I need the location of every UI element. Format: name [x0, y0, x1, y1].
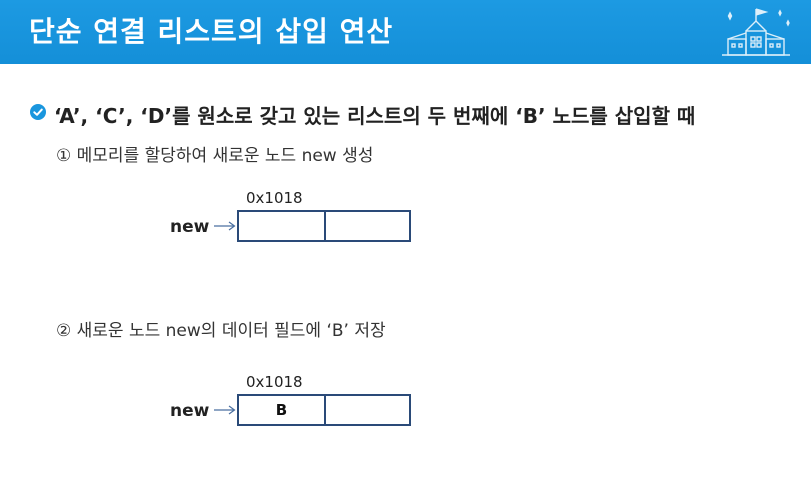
pointer-label: new — [170, 401, 210, 421]
node-link-field — [326, 212, 409, 240]
pointer-label: new — [170, 217, 210, 237]
slide-title: 단순 연결 리스트의 삽입 연산 — [29, 15, 394, 48]
pointer-arrow — [214, 221, 236, 231]
step-2-label: ② 새로운 노드 new의 데이터 필드에 ‘B’ 저장 — [56, 321, 386, 341]
bullet-text: ‘A’, ‘C’, ‘D’를 원소로 갖고 있는 리스트의 두 번째에 ‘B’ … — [54, 104, 696, 128]
check-circle-icon — [30, 104, 46, 120]
node-data-field — [239, 212, 326, 240]
node-address: 0x1018 — [246, 189, 303, 207]
title-bar: 단순 연결 리스트의 삽입 연산 — [0, 0, 811, 64]
pointer-arrow — [214, 405, 236, 415]
node-address: 0x1018 — [246, 373, 303, 391]
step-1-label: ① 메모리를 할당하여 새로운 노드 new 생성 — [56, 146, 374, 166]
school-building-icon — [722, 8, 790, 56]
node-link-field — [326, 396, 409, 424]
list-node: B — [237, 394, 411, 426]
list-node — [237, 210, 411, 242]
node-data-field: B — [239, 396, 326, 424]
